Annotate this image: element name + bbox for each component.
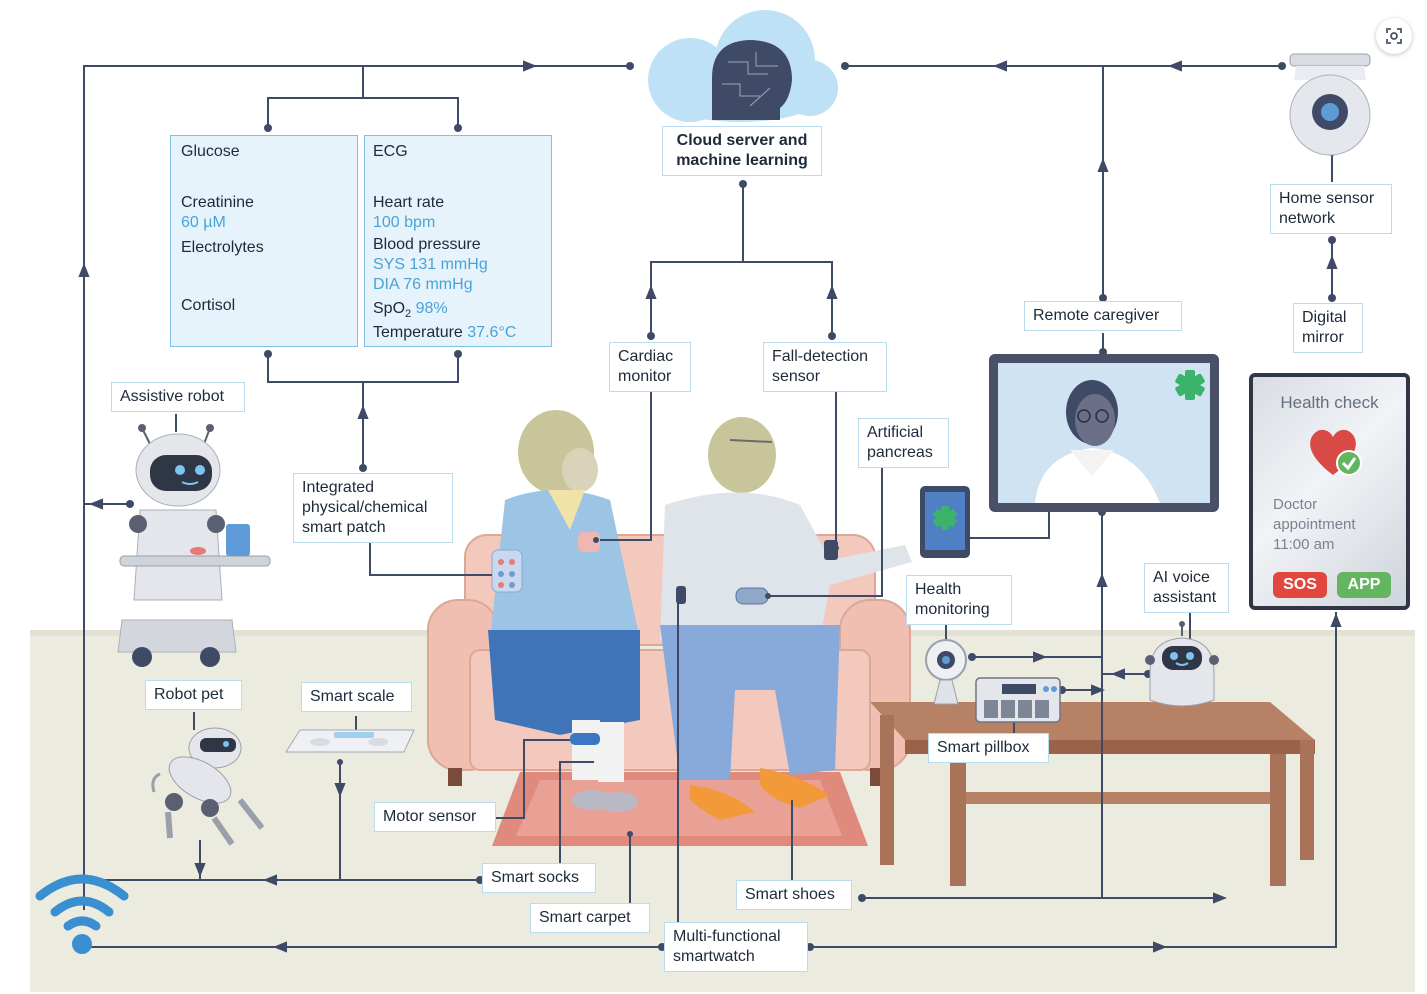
creatinine-label: Creatinine bbox=[181, 194, 254, 211]
pillbox-icon bbox=[975, 677, 1061, 723]
doctor-appointment-text: Doctor appointment 11:00 am bbox=[1273, 496, 1356, 553]
heart-rate-value: 100 bpm bbox=[373, 214, 436, 231]
cardiac-monitor-label: Cardiac monitor bbox=[609, 342, 691, 392]
artificial-pancreas-label: Artificial pancreas bbox=[858, 418, 949, 468]
systolic-value: SYS 131 mmHg bbox=[373, 256, 488, 273]
smart-shoes-label: Smart shoes bbox=[736, 880, 852, 910]
scale-icon bbox=[285, 729, 415, 753]
cloud-brain-icon bbox=[648, 10, 838, 122]
wifi-icon bbox=[35, 874, 129, 931]
smart-pillbox-label: Smart pillbox bbox=[928, 733, 1049, 763]
creatinine-value: 60 µM bbox=[181, 214, 226, 231]
man-figure bbox=[660, 417, 912, 820]
temperature-value: 37.6°C bbox=[467, 324, 517, 341]
camera-icon bbox=[1289, 53, 1371, 156]
smart-carpet-label: Smart carpet bbox=[530, 903, 650, 933]
connection-dots bbox=[126, 62, 1336, 951]
integrated-patch-label: Integrated physical/chemical smart patch bbox=[293, 473, 453, 543]
assistive-robot-label: Assistive robot bbox=[111, 382, 245, 412]
health-check-title: Health check bbox=[1280, 393, 1379, 412]
woman-figure bbox=[488, 410, 640, 812]
expand-scan-icon bbox=[1386, 28, 1402, 44]
temperature-text: Temperature bbox=[373, 324, 463, 341]
digital-mirror-label: Digital mirror bbox=[1293, 303, 1363, 353]
expand-scan-button[interactable] bbox=[1376, 18, 1412, 54]
robot-pet-label: Robot pet bbox=[145, 680, 242, 710]
smart-scale-label: Smart scale bbox=[301, 682, 412, 712]
ai-voice-assistant-label: AI voice assistant bbox=[1144, 563, 1229, 613]
heart-check-icon bbox=[1310, 429, 1362, 476]
spo2-subscript: 2 bbox=[405, 308, 412, 321]
multifunctional-smartwatch-label: Multi-functional smartwatch bbox=[664, 922, 808, 972]
connection-lines bbox=[78, 60, 1342, 953]
glucose-label: Glucose bbox=[181, 143, 240, 160]
health-monitoring-label: Health monitoring bbox=[906, 575, 1012, 625]
diastolic-value: DIA 76 mmHg bbox=[373, 276, 473, 293]
cortisol-label: Cortisol bbox=[181, 297, 236, 314]
remote-caregiver-label: Remote caregiver bbox=[1024, 301, 1182, 331]
caregiver-screen bbox=[989, 354, 1219, 512]
digital-mirror-device: Health check Doctor appointment 11:00 am… bbox=[1249, 373, 1410, 610]
spo2-text: SpO bbox=[373, 300, 406, 317]
temperature-label: Temperature 37.6°C bbox=[373, 323, 516, 343]
smart-socks-label: Smart socks bbox=[482, 863, 596, 893]
webcam-icon bbox=[925, 639, 967, 705]
ecg-label: ECG bbox=[373, 143, 408, 160]
app-button[interactable]: APP bbox=[1337, 572, 1391, 598]
blood-pressure-label: Blood pressure bbox=[373, 236, 481, 253]
spo2-label: SpO2 98% bbox=[373, 299, 448, 324]
chemical-biomarker-panel: Glucose Creatinine 60 µM Electrolytes Co… bbox=[170, 135, 358, 347]
sos-button[interactable]: SOS bbox=[1273, 572, 1327, 598]
medical-star-icon bbox=[1175, 370, 1205, 400]
heart-rate-label: Heart rate bbox=[373, 194, 445, 211]
home-sensor-network-label: Home sensor network bbox=[1270, 184, 1392, 234]
physical-vitals-panel: ECG Heart rate 100 bpm Blood pressure SY… bbox=[364, 135, 552, 347]
tablet-icon bbox=[920, 486, 970, 558]
robot-icon bbox=[117, 424, 271, 667]
cloud-server-label: Cloud server and machine learning bbox=[662, 126, 822, 176]
spo2-value: 98% bbox=[415, 300, 448, 317]
motor-sensor-label: Motor sensor bbox=[374, 802, 496, 832]
voice-assistant-icon bbox=[1145, 621, 1219, 707]
robot-pet-icon bbox=[151, 727, 265, 846]
electrolytes-label: Electrolytes bbox=[181, 239, 264, 256]
fall-detection-sensor-label: Fall-detection sensor bbox=[763, 342, 887, 392]
